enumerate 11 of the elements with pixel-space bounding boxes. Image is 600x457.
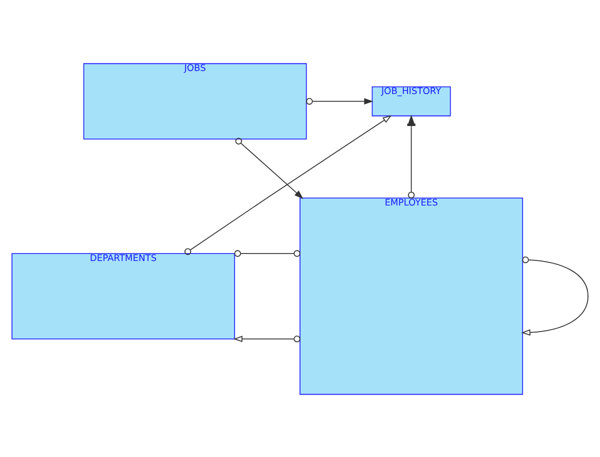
arrow — [407, 114, 416, 198]
connector — [234, 250, 300, 256]
arrow — [184, 114, 392, 254]
arrow — [233, 335, 300, 342]
arrow — [306, 97, 374, 104]
arrow — [521, 256, 588, 336]
node-box: JOB_HISTORY — [372, 86, 451, 116]
node-box: EMPLOYEES — [300, 197, 524, 394]
node-box: JOBS — [83, 62, 307, 139]
node-box: DEPARTMENTS — [12, 252, 236, 339]
arrow — [235, 137, 304, 198]
